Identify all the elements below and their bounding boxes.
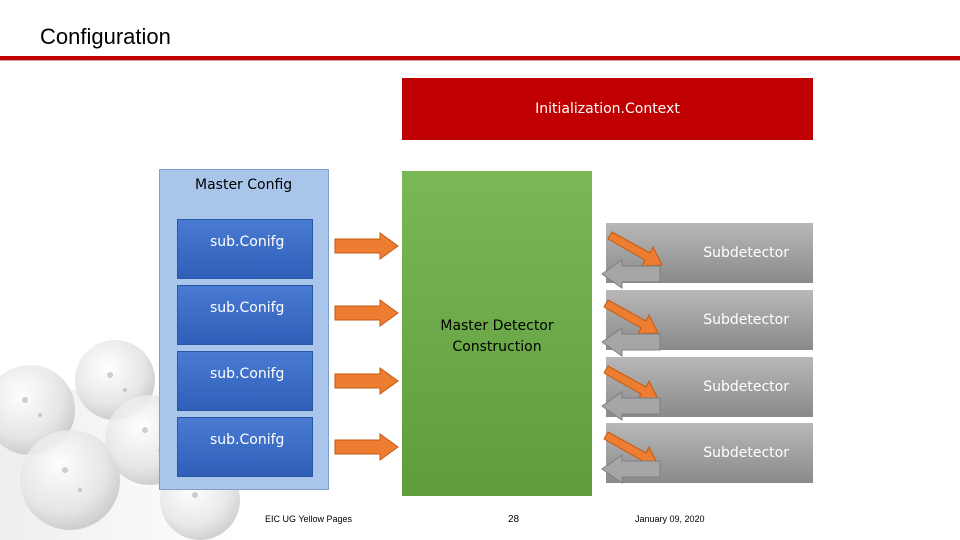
subdetector-to-construction-arrow	[601, 259, 661, 289]
subdetector-to-construction-arrow	[601, 327, 661, 357]
sub-config-box: sub.Conifg	[177, 417, 313, 477]
config-to-construction-arrow	[334, 367, 399, 395]
title-divider-shadow	[0, 60, 960, 61]
subdetector-label: Subdetector	[703, 312, 789, 328]
master-detector-construction-line2: Construction	[452, 339, 542, 355]
initialization-context-box: Initialization.Context	[402, 78, 813, 140]
sub-config-box: sub.Conifg	[177, 285, 313, 345]
subdetector-label: Subdetector	[703, 245, 789, 261]
subdetector-to-construction-arrow	[601, 454, 661, 484]
master-detector-construction-line1: Master Detector	[440, 318, 554, 334]
subdetector-to-construction-arrow	[601, 391, 661, 421]
construction-to-subdetector-arrow	[607, 231, 663, 267]
construction-to-subdetector-arrow	[603, 365, 659, 401]
footer-left: EIC UG Yellow Pages	[265, 514, 353, 524]
title-divider	[0, 56, 960, 60]
subdetector-label: Subdetector	[703, 379, 789, 395]
sub-config-label: sub.Conifg	[210, 432, 285, 448]
sub-config-label: sub.Conifg	[210, 300, 285, 316]
master-config-label: Master Config	[195, 177, 293, 193]
sub-config-box: sub.Conifg	[177, 351, 313, 411]
master-detector-construction-label: Master Detector Construction	[402, 316, 592, 358]
sub-config-label: sub.Conifg	[210, 234, 285, 250]
slide-title: Configuration	[40, 24, 171, 49]
sub-config-label: sub.Conifg	[210, 366, 285, 382]
construction-to-subdetector-arrow	[603, 299, 659, 335]
subdetector-label: Subdetector	[703, 445, 789, 461]
sub-config-box: sub.Conifg	[177, 219, 313, 279]
config-to-construction-arrow	[334, 232, 399, 260]
master-detector-construction-box: Master Detector Construction	[402, 171, 592, 496]
page-number: 28	[508, 514, 520, 525]
config-to-construction-arrow	[334, 433, 399, 461]
config-to-construction-arrow	[334, 299, 399, 327]
footer-date: January 09, 2020	[635, 514, 705, 524]
